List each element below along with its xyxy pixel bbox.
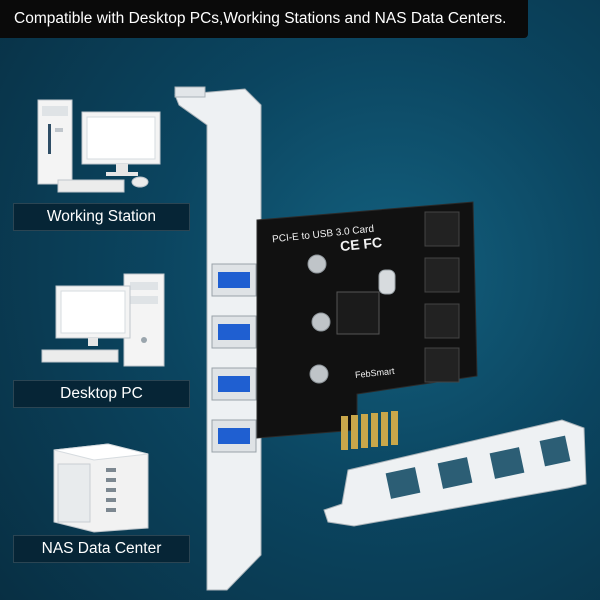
desktop-pc-icon — [41, 273, 165, 367]
desktop-pc-label: Desktop PC — [13, 380, 190, 408]
low-profile-bracket — [323, 419, 587, 527]
working-station-label: Working Station — [13, 203, 190, 231]
usb-port-2[interactable] — [210, 314, 258, 350]
usb-port-1[interactable] — [210, 262, 258, 298]
pcie-usb-card — [256, 201, 478, 450]
nas-server-icon — [53, 443, 149, 533]
working-station-icon — [37, 99, 161, 193]
usb-port-3[interactable] — [210, 366, 258, 402]
usb-port-4[interactable] — [210, 418, 258, 454]
compatibility-banner: Compatible with Desktop PCs,Working Stat… — [0, 0, 528, 38]
nas-data-center-label: NAS Data Center — [13, 535, 190, 563]
